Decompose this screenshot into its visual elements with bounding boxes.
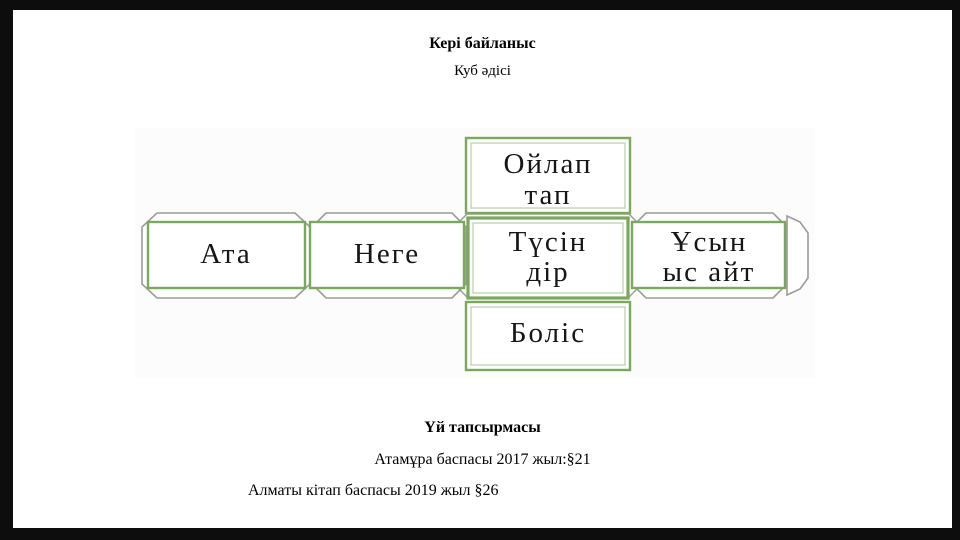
homework-reference-1: Атамұра баспасы 2017 жыл:§21 (374, 451, 591, 468)
slide-title: Кері байланыс (429, 35, 536, 52)
face-bottom-label: Боліс (510, 317, 586, 349)
face-top-label-line2: тап (524, 179, 571, 211)
face-bottom-box (464, 300, 632, 372)
face-center-label-line2: дір (526, 256, 569, 288)
homework-reference-2: Алматы кітап баспасы 2019 жыл §26 (248, 482, 499, 499)
face-bottom-inner-line (470, 306, 626, 366)
flap-tab-right (786, 214, 809, 297)
face-labels: Ойлап тап Ата Неге Түсін дір Ұсын ыс айт… (200, 148, 756, 349)
homework-heading: Үй тапсырмасы (424, 419, 541, 436)
face-center-inner-line (472, 222, 624, 294)
cube-net-diagram: Ойлап тап Ата Неге Түсін дір Ұсын ыс айт… (135, 128, 815, 378)
face-center-label-line1: Түсін (509, 226, 588, 258)
face-top-inner-line (470, 142, 626, 209)
face-left-box (146, 220, 307, 290)
face-top-box (464, 136, 632, 215)
face-left-label: Ата (200, 238, 251, 270)
cube-faces (146, 136, 787, 372)
presentation-slide: Кері байланыс Куб әдісі (13, 10, 952, 528)
face-right-box (630, 220, 787, 290)
face-mid-left-box (308, 220, 466, 290)
face-right-label-line1: Ұсын (671, 226, 748, 258)
cube-net-svg: Ойлап тап Ата Неге Түсін дір Ұсын ыс айт… (141, 136, 809, 372)
face-top-label-line1: Ойлап (504, 148, 593, 180)
face-center-box (466, 216, 630, 300)
face-right-label-line2: ыс айт (663, 256, 756, 288)
slide-subtitle: Куб әдісі (454, 63, 511, 79)
face-mid-left-label: Неге (354, 238, 420, 270)
